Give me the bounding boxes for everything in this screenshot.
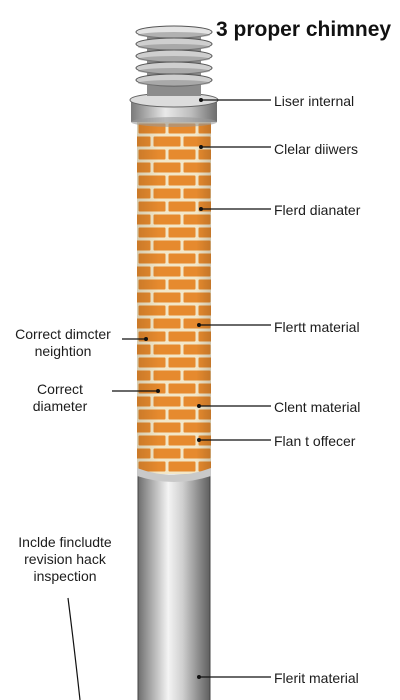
label-clelar-diiwers: Clelar diiwers <box>274 141 359 157</box>
label-liser-internal: Liser internal <box>274 93 355 109</box>
label-clent-material: Clent material <box>274 399 361 415</box>
label-curve-line <box>67 597 81 700</box>
leader-dot <box>197 438 201 442</box>
leader-dot <box>144 337 148 341</box>
label-leader-lines <box>112 98 271 679</box>
label-correct-dimcter: Correct dimcter neightion <box>15 326 111 359</box>
cap-ring-shadow <box>138 68 210 74</box>
chimney-cap <box>135 25 213 96</box>
cap-ring-shadow <box>138 44 210 50</box>
leader-dot <box>197 675 201 679</box>
cap-ring-shadow <box>138 80 210 86</box>
label-flan-t-offecer: Flan t offecer <box>274 433 356 449</box>
cap-ring-shadow <box>138 56 210 62</box>
label-inspection-note: Inclde fincludte revision hack inspectio… <box>18 534 112 584</box>
label-flerit-material: Flerit material <box>274 670 359 686</box>
label-flertt-material: Flertt material <box>274 319 360 335</box>
label-flerd-dianater: Flerd dianater <box>274 202 361 218</box>
leader-dot <box>199 207 203 211</box>
leader-dot <box>156 389 160 393</box>
label-correct-diameter: Correct diameter <box>32 381 88 414</box>
leader-dot <box>197 404 201 408</box>
leader-dot <box>197 323 201 327</box>
chimney-metal-pipe <box>138 470 210 700</box>
leader-dot <box>199 145 203 149</box>
leader-dot <box>199 98 203 102</box>
cap-ring-shadow <box>138 32 210 38</box>
diagram-title: 3 proper chimney <box>216 18 392 41</box>
